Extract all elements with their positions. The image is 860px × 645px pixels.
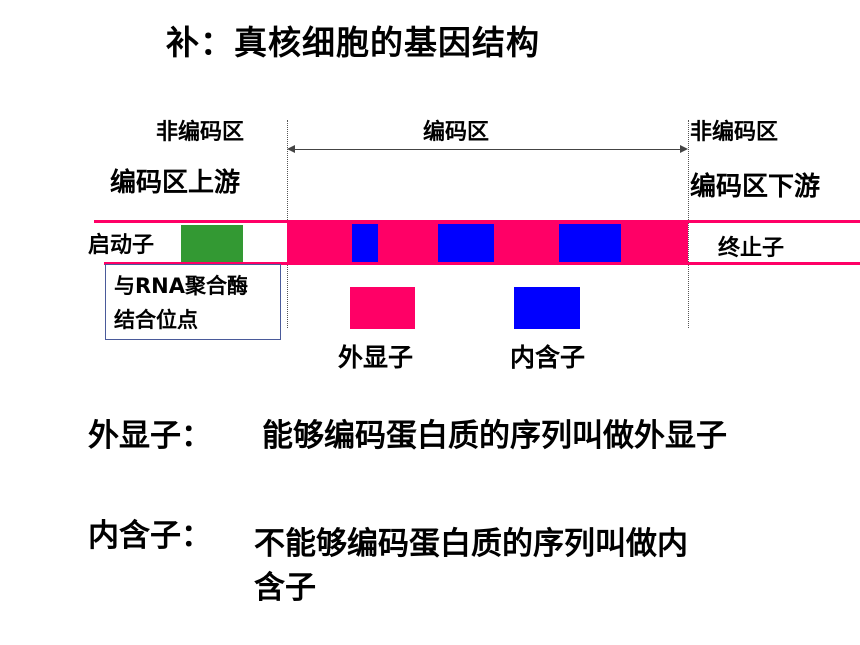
exon-definition: 能够编码蛋白质的序列叫做外显子: [262, 418, 727, 454]
noncoding-region-left-label: 非编码区: [156, 120, 245, 145]
intron-term: 内含子：: [88, 518, 212, 554]
noncoding-region-right-label: 非编码区: [690, 120, 779, 145]
terminator-label: 终止子: [718, 236, 785, 261]
rna-polymerase-site-line2: 结合位点: [114, 308, 198, 332]
upstream-label: 编码区上游: [110, 168, 241, 198]
intron-segment-1: [352, 224, 378, 262]
intron-segment-2: [438, 224, 494, 262]
intron-definition-line1: 不能够编码蛋白质的序列叫做内: [254, 526, 688, 562]
arrow-right-icon: [680, 145, 688, 153]
legend-exon-label: 外显子: [338, 343, 414, 372]
coding-span-arrow-line: [292, 149, 682, 150]
slide-title: 补：真核细胞的基因结构: [166, 23, 540, 62]
arrow-left-icon: [287, 145, 295, 153]
legend-intron-label: 内含子: [510, 343, 586, 372]
intron-segment-3: [559, 224, 621, 262]
downstream-label: 编码区下游: [690, 172, 821, 202]
intron-definition-line2: 含子: [254, 570, 316, 606]
legend-exon-swatch: [350, 287, 415, 329]
boundary-line-right: [688, 120, 689, 328]
legend-intron-swatch: [514, 287, 580, 329]
promoter-label: 启动子: [88, 233, 155, 258]
rna-polymerase-site-line1: 与RNA聚合酶: [114, 274, 248, 298]
rna-polymerase-site-box: [105, 264, 281, 340]
rna-polymerase-binding-site-block: [181, 225, 243, 262]
coding-region-label: 编码区: [423, 120, 490, 145]
exon-term: 外显子：: [88, 418, 212, 454]
